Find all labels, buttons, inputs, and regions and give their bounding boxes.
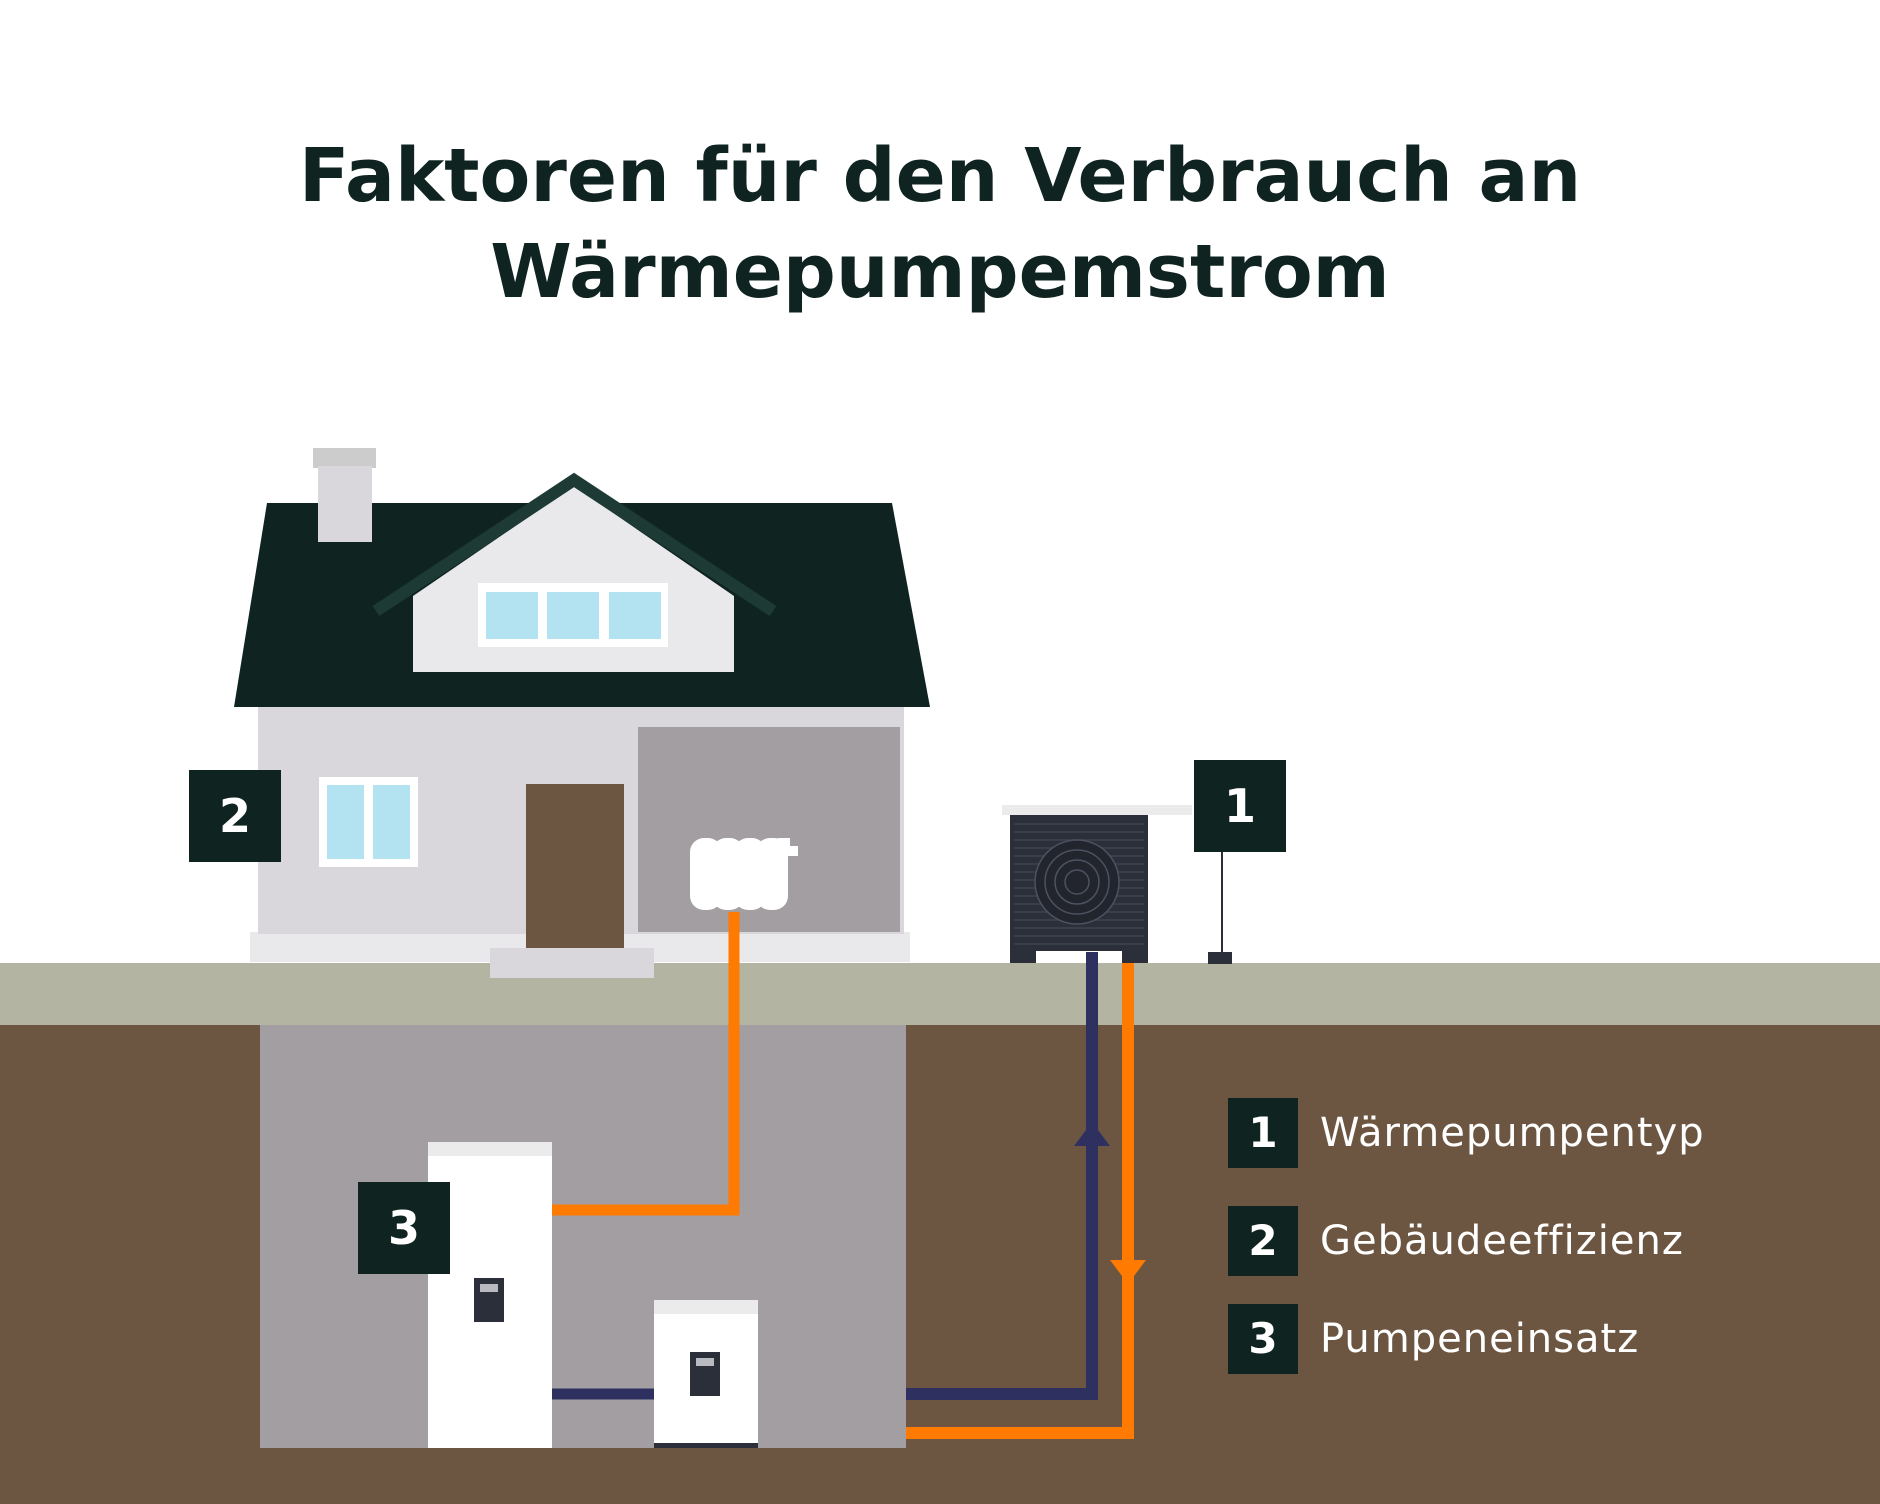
indoor-unit [654,1300,758,1448]
chimney-cap [313,448,376,468]
legend-item-pump-usage: 3 Pumpeneinsatz [1228,1304,1788,1374]
legend-label: Gebäudeeffizienz [1320,1218,1684,1264]
heat-pump-outdoor-unit [1010,815,1148,963]
front-door [526,784,624,948]
marker-building: 2 [189,770,281,862]
heat-pump-roof-panel [1002,805,1192,815]
ground-floor-window [319,777,418,867]
legend-number: 1 [1228,1098,1298,1168]
flow-arrow-down [1110,1260,1146,1284]
legend-label: Wärmepumpentyp [1320,1110,1705,1156]
marker-heat-pump: 1 [1194,760,1286,852]
legend-number: 2 [1228,1206,1298,1276]
front-step [490,948,654,978]
diagram-title: Faktoren für den Verbrauch an Wärmepumpe… [0,128,1880,320]
dormer-window [478,583,668,647]
ground-surface [0,963,1880,1025]
legend-item-building-efficiency: 2 Gebäudeeffizienz [1228,1206,1788,1276]
radiator [690,838,798,910]
legend-number: 3 [1228,1304,1298,1374]
cold-pipe-ground [906,952,1098,1400]
heat-pump-post-foot [1208,952,1232,964]
diagram-title-line-2: Wärmepumpemstrom [490,229,1390,315]
basement [260,1025,906,1448]
hot-pipe-ground [906,952,1134,1439]
marker-usage: 3 [358,1182,450,1274]
dormer-roof-edge [372,472,777,617]
hot-pipe-radiator [552,912,740,1216]
legend-item-heat-pump-type: 1 Wärmepumpentyp [1228,1098,1788,1168]
legend-label: Pumpeneinsatz [1320,1316,1640,1362]
flow-arrow-up [1074,1122,1110,1146]
diagram-title-line-1: Faktoren für den Verbrauch an [298,133,1582,219]
chimney [318,466,372,542]
